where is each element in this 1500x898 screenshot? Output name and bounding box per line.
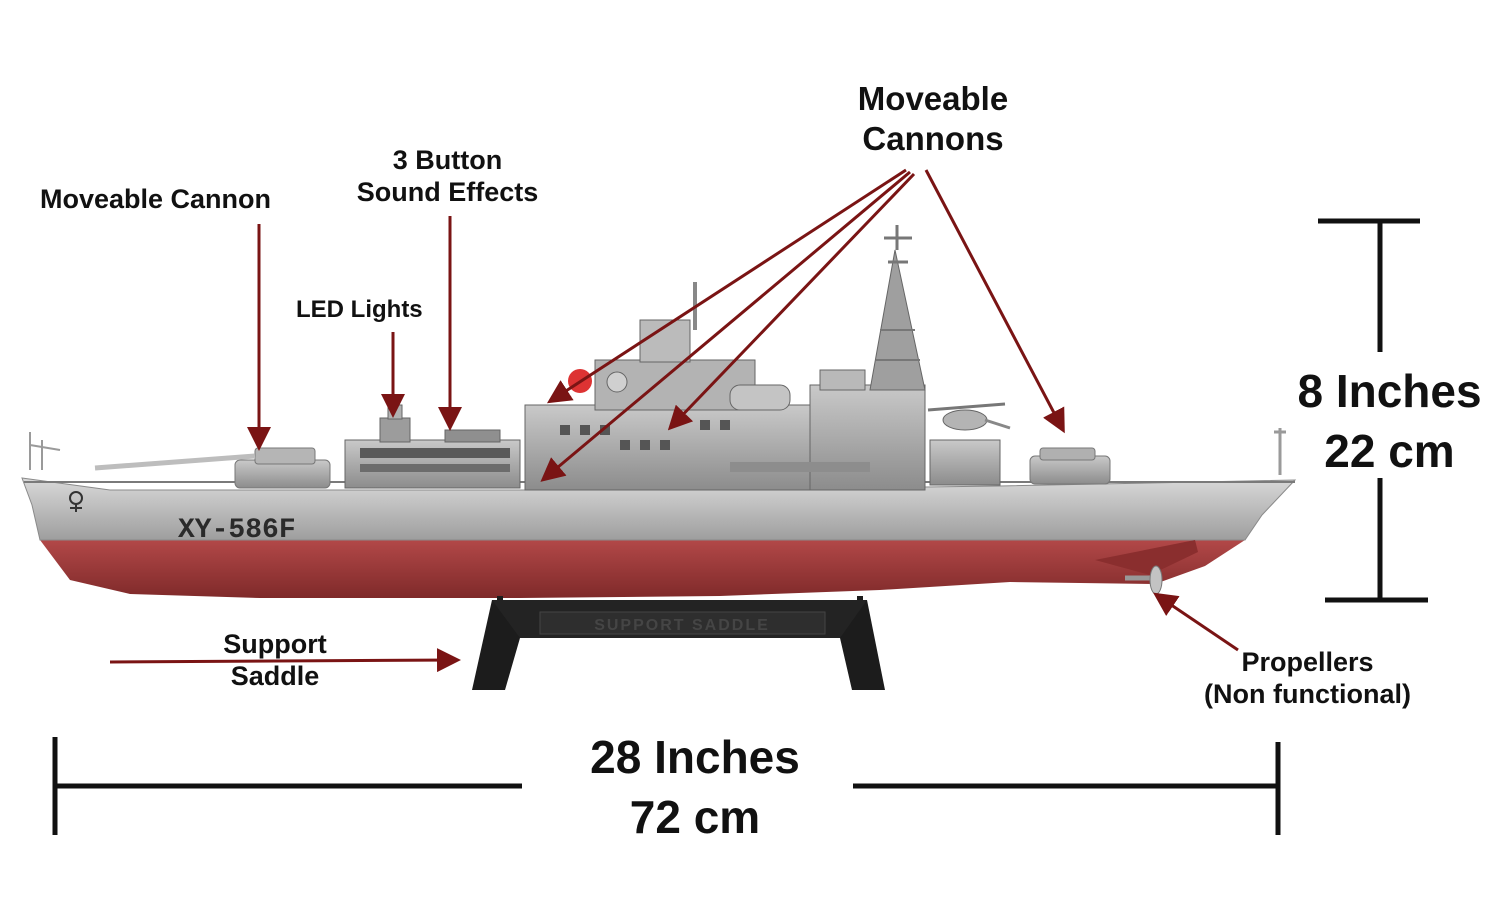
height-dimension-line [1318,218,1428,603]
arrow-cannon-1 [546,168,907,404]
arrow-support-saddle [109,648,461,673]
skeg [1095,540,1198,575]
superstructure [524,282,926,491]
label-length-dimension: 28 Inches 72 cm [590,731,800,843]
callout-arrows [109,168,1239,673]
hull-number: XY-586F [178,515,296,546]
label-led-lights: LED Lights [296,296,423,323]
superstructure-windows [560,420,730,450]
support-saddle: SUPPORT SADDLE [472,596,885,690]
aft-cannon [1029,447,1111,485]
label-height-dimension: 8 Inches 22 cm [1297,365,1482,477]
mast [869,225,926,391]
label-propellers: Propellers (Non functional) [1204,647,1411,710]
anchor-icon [69,491,83,512]
label-moveable-cannons: Moveable Cannons [857,80,1009,157]
helicopter [927,402,1011,486]
arrow-cannon-4 [924,169,1065,434]
label-support-saddle: Support Saddle [223,629,327,692]
arrow-cannon-2 [667,172,916,431]
ship-model: XY-586F [21,225,1297,598]
label-sound-effects: 3 Button Sound Effects [356,145,539,208]
hull-lower-red [40,540,1245,598]
forward-cannon [94,447,331,489]
forward-launcher [344,404,521,489]
length-dimension-line [52,737,1281,835]
arrow-propellers [1153,592,1239,652]
label-moveable-cannon: Moveable Cannon [40,184,272,214]
arrow-cannon-3 [540,170,911,482]
saddle-text: SUPPORT SADDLE [594,617,770,634]
hull-upper-grey [21,477,1297,541]
